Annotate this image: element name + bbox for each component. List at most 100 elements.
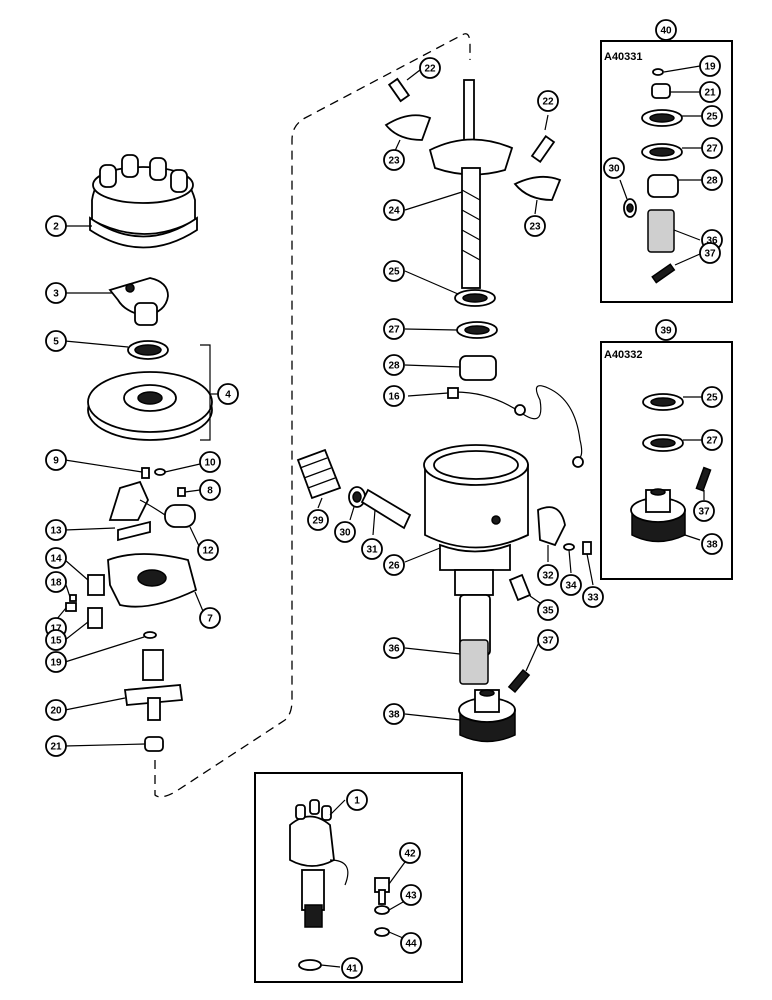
washer-10 bbox=[154, 468, 166, 476]
callout-number: 28 bbox=[388, 361, 400, 372]
callout-number: 37 bbox=[704, 249, 716, 260]
callout-number: 22 bbox=[424, 64, 436, 75]
callout-number: 17 bbox=[50, 624, 62, 635]
drive-gear-38-center bbox=[458, 689, 516, 743]
washer-44 bbox=[374, 927, 390, 937]
washer-43 bbox=[374, 905, 390, 915]
callout-10: 10 bbox=[199, 451, 221, 473]
callout-39: 39 bbox=[655, 319, 677, 341]
callout-35: 35 bbox=[537, 599, 559, 621]
callout-number: 15 bbox=[50, 636, 62, 647]
callout-34: 34 bbox=[560, 574, 582, 596]
callout-number: 32 bbox=[542, 571, 554, 582]
callout-22: 22 bbox=[419, 57, 441, 79]
screw-18 bbox=[69, 594, 77, 602]
callout-41: 41 bbox=[341, 957, 363, 979]
callout-25: 25 bbox=[701, 386, 723, 408]
callout-number: 22 bbox=[542, 97, 554, 108]
weight-23-left bbox=[384, 114, 432, 141]
callout-37: 37 bbox=[699, 242, 721, 264]
callout-21: 21 bbox=[699, 81, 721, 103]
callout-number: 25 bbox=[388, 267, 400, 278]
callout-number: 38 bbox=[706, 540, 718, 551]
callout-30: 30 bbox=[603, 157, 625, 179]
clip-32 bbox=[537, 506, 566, 547]
callout-14: 14 bbox=[45, 547, 67, 569]
callout-9: 9 bbox=[45, 449, 67, 471]
spring-22-left bbox=[387, 77, 411, 103]
callout-number: 10 bbox=[204, 458, 216, 469]
callout-30: 30 bbox=[334, 521, 356, 543]
callout-27: 27 bbox=[383, 318, 405, 340]
callout-15: 15 bbox=[45, 629, 67, 651]
callout-number: 25 bbox=[706, 393, 718, 404]
callout-number: 37 bbox=[542, 636, 554, 647]
callout-27: 27 bbox=[701, 429, 723, 451]
kit-box-40 bbox=[600, 40, 733, 303]
callout-16: 16 bbox=[383, 385, 405, 407]
callout-31: 31 bbox=[361, 538, 383, 560]
callout-number: 29 bbox=[312, 516, 324, 527]
callout-number: 30 bbox=[608, 164, 620, 175]
callout-number: 26 bbox=[388, 561, 400, 572]
callout-number: 13 bbox=[50, 526, 62, 537]
callout-25: 25 bbox=[383, 260, 405, 282]
kit-code-40: A40331 bbox=[604, 51, 643, 63]
o-ring-41 bbox=[298, 959, 322, 971]
callout-number: 44 bbox=[405, 939, 417, 950]
callout-4: 4 bbox=[217, 383, 239, 405]
callout-number: 8 bbox=[207, 486, 213, 497]
callout-28: 28 bbox=[701, 169, 723, 191]
distributor-cap bbox=[89, 154, 198, 249]
callout-38: 38 bbox=[701, 533, 723, 555]
bushing-36-center bbox=[459, 639, 489, 685]
screw-9 bbox=[141, 467, 150, 479]
contact-points bbox=[108, 480, 151, 542]
callout-18: 18 bbox=[45, 571, 67, 593]
bearing-28 bbox=[459, 355, 497, 381]
callout-number: 23 bbox=[388, 156, 400, 167]
callout-number: 21 bbox=[50, 742, 62, 753]
complete-distributor bbox=[289, 799, 349, 928]
callout-number: 23 bbox=[529, 222, 541, 233]
breaker-plate bbox=[107, 553, 198, 608]
snap-ring-19 bbox=[143, 631, 157, 639]
callout-number: 27 bbox=[388, 325, 400, 336]
weight-23-right bbox=[513, 175, 562, 201]
callout-44: 44 bbox=[400, 932, 422, 954]
drive-shaft bbox=[428, 79, 514, 289]
spring-22-right bbox=[530, 135, 556, 163]
cam-assembly bbox=[123, 649, 184, 721]
callout-42: 42 bbox=[399, 842, 421, 864]
screw-17 bbox=[65, 602, 77, 612]
callout-12: 12 bbox=[197, 539, 219, 561]
callout-number: 40 bbox=[660, 26, 672, 37]
callout-19: 19 bbox=[699, 55, 721, 77]
distributor-housing bbox=[423, 444, 529, 656]
callout-19: 19 bbox=[45, 651, 67, 673]
callout-number: 33 bbox=[587, 593, 599, 604]
callout-number: 19 bbox=[50, 658, 62, 669]
terminal-35 bbox=[508, 573, 532, 602]
callout-1: 1 bbox=[346, 789, 368, 811]
callout-number: 43 bbox=[405, 891, 417, 902]
fitting-29 bbox=[296, 448, 342, 500]
clip-15 bbox=[87, 607, 103, 629]
callout-number: 35 bbox=[542, 606, 554, 617]
kit-box-39 bbox=[600, 341, 733, 580]
callout-number: 12 bbox=[202, 546, 214, 557]
callout-number: 24 bbox=[388, 206, 400, 217]
callout-number: 18 bbox=[50, 578, 62, 589]
callout-number: 16 bbox=[388, 392, 400, 403]
callout-number: 42 bbox=[404, 849, 416, 860]
condenser bbox=[139, 499, 196, 528]
callout-23: 23 bbox=[383, 149, 405, 171]
callout-32: 32 bbox=[537, 564, 559, 586]
breaker-plate-cover bbox=[87, 371, 213, 441]
complete-distributor-box bbox=[254, 772, 463, 983]
callout-number: 5 bbox=[53, 337, 59, 348]
callout-24: 24 bbox=[383, 199, 405, 221]
callout-number: 21 bbox=[704, 88, 716, 99]
